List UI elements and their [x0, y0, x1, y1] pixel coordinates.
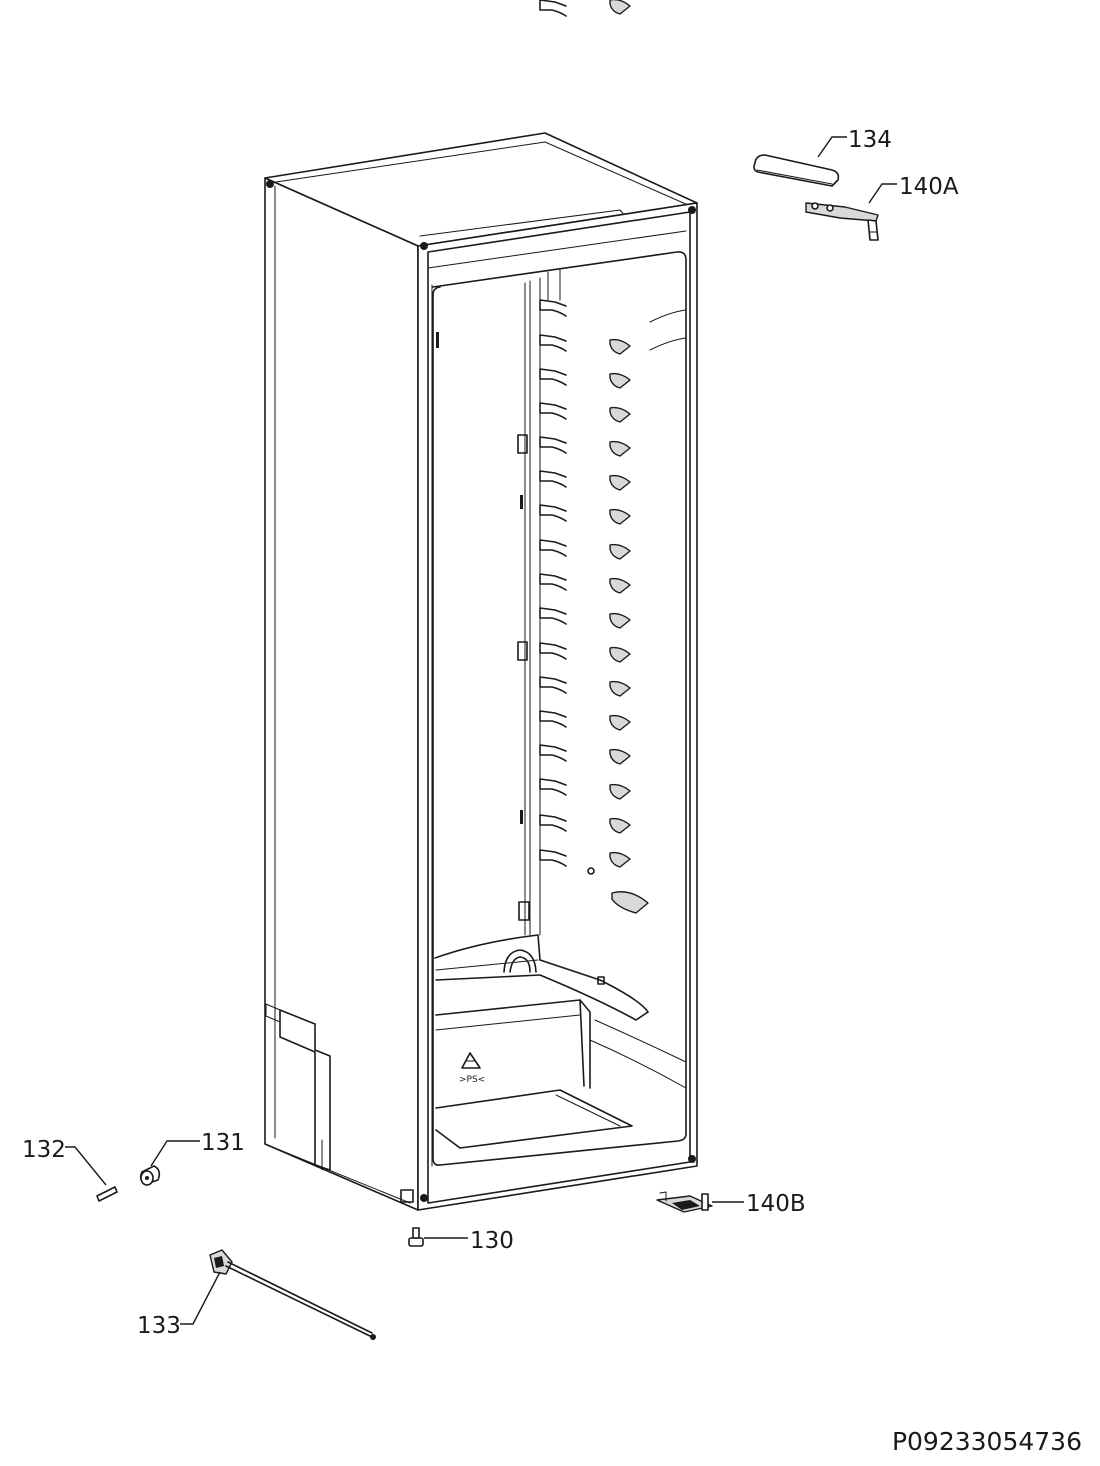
- cabinet-front-frame: [417, 202, 698, 1211]
- callout-130: 130: [470, 1228, 514, 1254]
- callout-140a: 140A: [899, 174, 959, 200]
- svg-text:>PS<: >PS<: [459, 1075, 485, 1085]
- callout-133: 133: [137, 1313, 181, 1339]
- callout-131: 131: [201, 1130, 245, 1156]
- lower-hinge-part-140b: [656, 1191, 713, 1213]
- foot-part-130: [408, 1227, 424, 1247]
- shelf-supports-left: [539, 0, 567, 867]
- callout-132: 132: [22, 1137, 66, 1163]
- cabinet: [264, 132, 698, 1211]
- hinge-cover-part-134: [753, 154, 840, 187]
- upper-hinge-part-140a: [805, 202, 879, 241]
- recycle-icon: >PS<: [459, 1052, 485, 1085]
- bushing-part-131: [139, 1165, 161, 1186]
- callout-134: 134: [848, 127, 892, 153]
- door-rod-part-133: [209, 1249, 376, 1340]
- crisper-recess: [434, 934, 687, 1149]
- liner-markers: [436, 332, 530, 921]
- cabinet-left-side: [264, 177, 419, 1211]
- air-vents: [587, 0, 649, 914]
- callout-140b: 140B: [746, 1191, 806, 1217]
- inner-liner: [432, 251, 687, 1166]
- drawing-code: P09233054736: [892, 1427, 1082, 1456]
- callout-leaders: [65, 136, 897, 1325]
- pin-part-132: [96, 1186, 118, 1202]
- compressor-cover: [279, 1009, 331, 1171]
